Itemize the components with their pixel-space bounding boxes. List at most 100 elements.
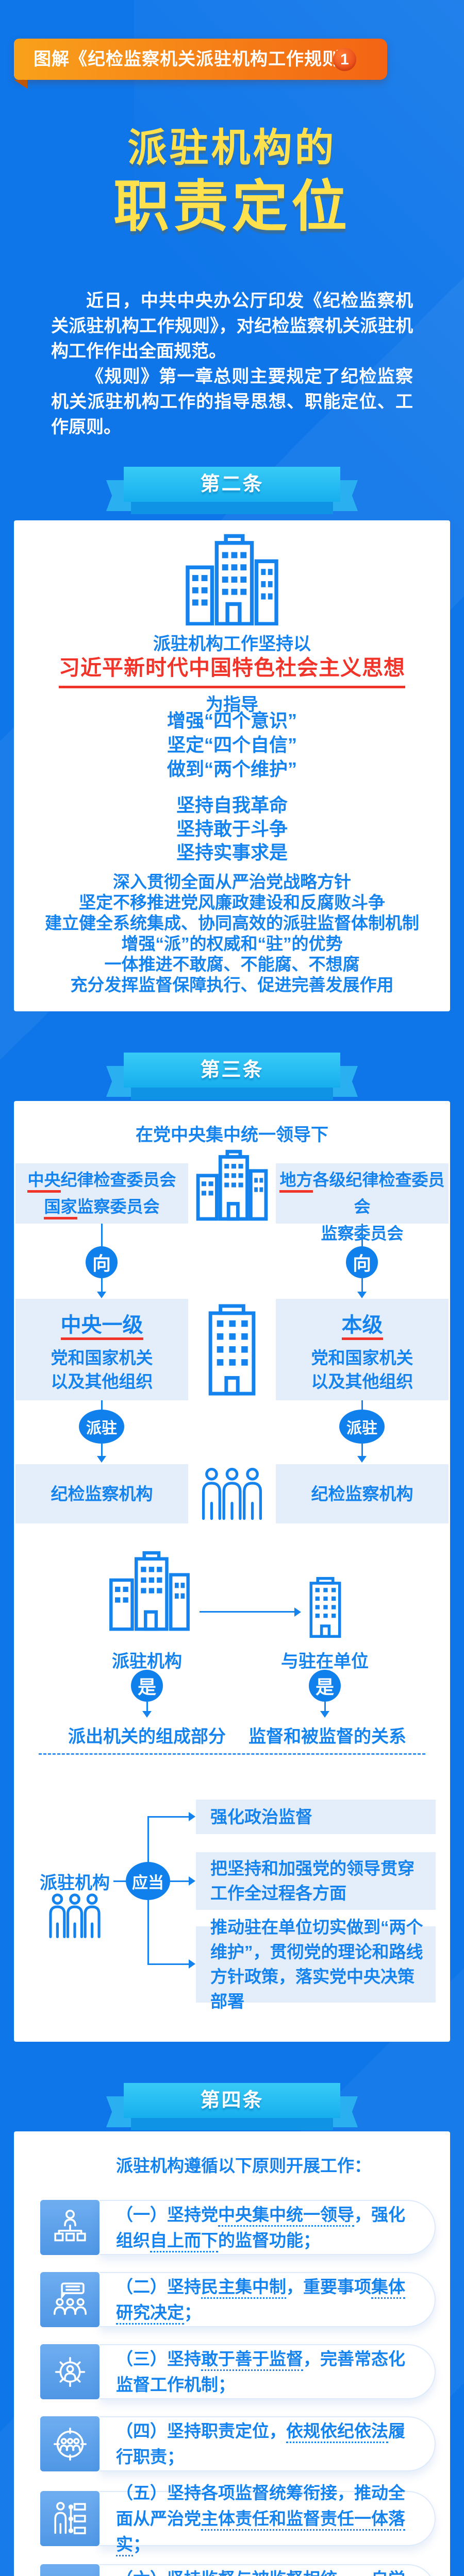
page-title: 派驻机构的 职责定位 <box>0 123 464 239</box>
arrow-down-icon <box>357 1456 367 1463</box>
person-arrows-icon <box>40 2564 100 2576</box>
article3-card: 在党中央集中统一领导下 中央纪律检查委员会 国家监察委员会 地方各级纪律检查委员… <box>14 1101 450 2042</box>
series-number-badge: 1 <box>333 48 356 71</box>
connector-line <box>101 1400 103 1411</box>
principle-text: （二）坚持民主集中制，重要事项集体研究决定； <box>100 2272 436 2327</box>
section-title: 第三条 <box>124 1053 340 1088</box>
arrow-right-icon <box>189 1812 195 1821</box>
gear-person-icon <box>40 2344 100 2399</box>
connector-line <box>361 1400 363 1411</box>
to-node: 向 <box>86 1246 118 1278</box>
article2-group3-item: 坚定不移推进党风廉政建设和反腐败斗争 <box>79 893 385 912</box>
org-left-line2: 国家监察委员会 <box>15 1193 188 1220</box>
article2-group3-item: 建立健全系统集成、协同高效的派驻监督体制机制 <box>45 913 419 933</box>
article2-group3-item: 充分发挥监督保障执行、促进完善发展作用 <box>70 975 394 994</box>
central-commission-box: 中央纪律检查委员会 国家监察委员会 <box>15 1163 188 1224</box>
connector-line <box>361 1444 363 1457</box>
article2-group2-item: 坚持实事求是 <box>176 842 288 863</box>
meeting-icon <box>40 2272 100 2327</box>
level-right-line2: 党和国家机关 <box>311 1348 413 1367</box>
rel-left-result: 派出机关的组成部分 <box>68 1727 226 1747</box>
principle-text: （五）坚持各项监督统筹衔接，推动全面从严治党主体责任和监督责任一体落实； <box>100 2483 436 2556</box>
article3-duty-item: 推动驻在单位切实做到“两个维护”，贯彻党的理论和路线方针政策，落实党中央决策部署 <box>196 1918 436 2011</box>
rel-right-result: 监督和被监督的关系 <box>248 1727 406 1747</box>
host-unit-building-icon <box>304 1577 346 1638</box>
connector-line <box>113 1880 128 1882</box>
page-title-line2: 职责定位 <box>113 175 351 238</box>
level-left-line3: 以及其他组织 <box>51 1372 153 1391</box>
connector-line <box>361 1278 363 1293</box>
header-ribbon-fold <box>14 80 27 89</box>
section-ribbon-article4: 第四条 <box>106 2083 358 2132</box>
article2-card: 派驻机构工作坚持以 习近平新时代中国特色社会主义思想 为指导 增强“四个意识” … <box>14 520 450 1011</box>
connector-line <box>101 1224 103 1246</box>
tree-branch-line <box>147 1816 190 1818</box>
intro-paragraph-1: 近日，中共中央办公厅印发《纪检监察机关派驻机构工作规则》，对纪检监察机关派驻机构… <box>51 291 413 361</box>
article2-group1: 增强“四个意识” 坚定“四个自信” 做到“两个维护” <box>14 708 450 781</box>
article2-lead: 派驻机构工作坚持以 <box>153 634 311 654</box>
article3-heading: 在党中央集中统一领导下 <box>136 1125 328 1145</box>
article2-group1-item: 增强“四个意识” <box>167 710 297 731</box>
article2-group3-item: 一体推进不敢腐、不能腐、不想腐 <box>104 955 360 974</box>
tree-branch-line <box>170 1880 190 1882</box>
header-ribbon: 图解《纪检监察机关派驻机构工作规则》 <box>14 39 387 80</box>
arrow-down-icon <box>357 1292 367 1298</box>
connector-line <box>146 1702 148 1712</box>
arrow-down-icon <box>97 1292 106 1298</box>
principle-item-1: （一）坚持党中央集中统一领导，强化组织自上而下的监督功能； <box>40 2200 436 2255</box>
section-ribbon-article3: 第三条 <box>106 1053 358 1102</box>
arrow-right-icon <box>189 1959 195 1969</box>
buildings-icon <box>181 534 283 625</box>
article2-group2-item: 坚持敢于斗争 <box>176 818 288 839</box>
people-icon <box>46 1893 104 1939</box>
section-title: 第四条 <box>124 2083 340 2118</box>
article2-group3-item: 深入贯彻全面从严治党战略方针 <box>113 872 351 891</box>
article3-tree-label: 派驻机构 <box>40 1873 110 1893</box>
dispatch-arrow-line <box>200 1611 295 1613</box>
dispatch-node: 派驻 <box>79 1410 124 1444</box>
principle-item-4: （四）坚持职责定位，依规依纪依法履行职责； <box>40 2416 436 2471</box>
article2-group3: 深入贯彻全面从严治党战略方针 坚定不移推进党风廉政建设和反腐败斗争 建立健全系统… <box>14 872 450 995</box>
article2-group2-item: 坚持自我革命 <box>176 794 288 816</box>
person-list-icon <box>40 2491 100 2546</box>
dispatch-node: 派驻 <box>339 1410 385 1444</box>
building-icon <box>193 1146 271 1224</box>
org-chart-icon <box>40 2200 100 2255</box>
central-level-box: 中央一级 党和国家机关 以及其他组织 <box>15 1299 188 1400</box>
level-left-line2: 党和国家机关 <box>51 1348 153 1367</box>
section-ribbon-article2: 第二条 <box>106 467 358 516</box>
principle-item-3: （三）坚持敢于善于监督，完善常态化监督工作机制； <box>40 2344 436 2399</box>
org-left-line1: 中央纪律检查委员会 <box>15 1166 188 1193</box>
arrow-right-icon <box>294 1607 301 1617</box>
principle-text: （三）坚持敢于善于监督，完善常态化监督工作机制； <box>100 2344 436 2399</box>
to-node: 向 <box>346 1246 378 1278</box>
dashed-divider <box>39 1753 425 1755</box>
principle-text: （一）坚持党中央集中统一领导，强化组织自上而下的监督功能； <box>100 2200 436 2255</box>
article2-group1-item: 做到“两个维护” <box>167 758 297 779</box>
intro-paragraphs: 近日，中共中央办公厅印发《纪检监察机关派驻机构工作规则》，对纪检监察机关派驻机构… <box>51 289 413 440</box>
page-title-line1: 派驻机构的 <box>127 126 337 170</box>
should-node: 应当 <box>126 1862 170 1900</box>
dispatching-organ-building-icon <box>106 1543 193 1638</box>
is-node: 是 <box>131 1670 163 1702</box>
agency-box-left: 纪检监察机构 <box>15 1464 188 1523</box>
same-level-box: 本级 党和国家机关 以及其他组织 <box>276 1299 449 1400</box>
article3-duty-item: 把坚持和加强党的领导贯穿工作全过程各方面 <box>196 1852 436 1910</box>
article2-lead-tail: 为指导 <box>206 695 258 715</box>
local-commission-box: 地方各级纪律检查委员会 监察委员会 <box>276 1163 449 1243</box>
connector-line <box>324 1702 326 1712</box>
org-right-line1: 地方各级纪律检查委员会 <box>279 1171 445 1216</box>
connector-line <box>101 1444 103 1457</box>
header-title: 图解《纪检监察机关派驻机构工作规则》 <box>34 49 358 69</box>
connector-line <box>101 1278 103 1293</box>
connector-line <box>361 1224 363 1246</box>
principle-item-6: （六）坚持监督与被监督相统一，自觉接受各方面监督。 <box>40 2564 436 2576</box>
principle-item-2: （二）坚持民主集中制，重要事项集体研究决定； <box>40 2272 436 2327</box>
tree-branch-line <box>147 1963 190 1965</box>
intro-paragraph-2: 《规则》第一章总则主要规定了纪检监察机关派驻机构工作的指导思想、职能定位、工作原… <box>51 367 413 437</box>
article2-group1-item: 坚定“四个自信” <box>167 734 297 755</box>
article2-emphasis: 习近平新时代中国特色社会主义思想 <box>14 650 450 688</box>
level-left-title: 中央一级 <box>15 1308 188 1340</box>
target-people-icon <box>40 2416 100 2471</box>
